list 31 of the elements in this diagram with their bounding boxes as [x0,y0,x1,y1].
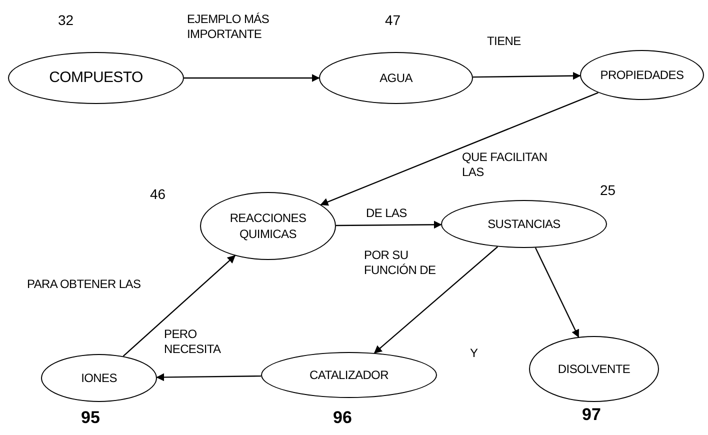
connector-word: Y [470,346,478,361]
arrow [534,248,580,338]
concept-number: 46 [150,186,166,202]
arrow [184,74,320,82]
concept-text: PROPIEDADES [600,67,684,83]
edge-label: QUE FACILITAN LAS [462,150,548,180]
concept-text: COMPUESTO [49,70,143,86]
concept-text: REACCIONES QUIMICAS [228,210,308,242]
concept-text: SUSTANCIAS [488,216,560,232]
arrow [122,255,236,357]
arrow [336,220,442,229]
concept-text: AGUA [380,70,412,86]
edge-label: PERO NECESITA [164,327,222,357]
edge-label: DE LAS [366,206,408,221]
concept-number: 95 [81,408,100,428]
concept-number: 25 [600,182,616,198]
edge-label: EJEMPLO MÁS IMPORTANTE [187,12,270,42]
arrow [374,246,498,354]
concept-text: IONES [81,370,117,386]
edge-label: TIENE [487,34,522,49]
concept-text: DISOLVENTE [558,361,630,377]
arrow [156,373,262,382]
edge-label: PARA OBTENER LAS [27,277,142,292]
concept-number: 32 [58,12,74,28]
concept-number: 96 [333,408,352,428]
concept-number: 47 [385,12,401,28]
arrow [320,92,598,206]
concept-number: 97 [582,405,601,425]
arrow [472,72,581,80]
concept-text: CATALIZADOR [310,367,388,383]
edge-label: POR SU FUNCIÓN DE [364,248,437,278]
